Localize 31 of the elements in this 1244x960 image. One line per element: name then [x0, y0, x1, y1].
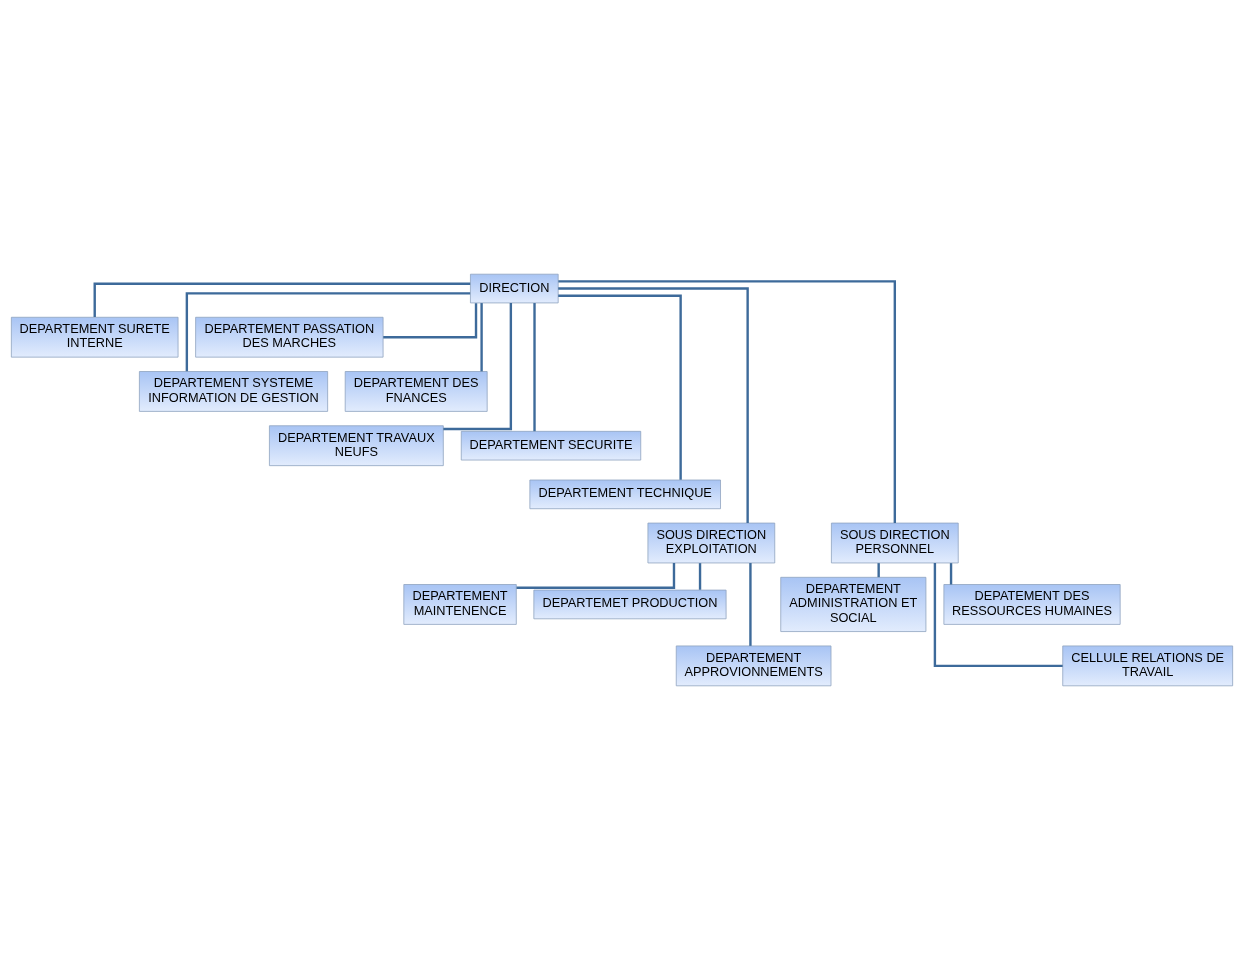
connector: [480, 303, 483, 372]
node-box: SOUS DIRECTION PERSONNEL: [831, 522, 959, 564]
connector: [185, 292, 471, 372]
connector: [93, 282, 471, 317]
node-box: DEPARTEMENT PASSATION DES MARCHES: [195, 316, 384, 358]
node-box: DEPARTEMENT APPROVIONNEMENTS: [675, 645, 832, 687]
connector: [933, 563, 1063, 668]
node-box: DEPATEMENT DES RESSOURCES HUMAINES: [943, 584, 1121, 625]
connector: [516, 563, 676, 589]
connector: [949, 563, 953, 585]
node-box: DEPARTEMENT SURETE INTERNE: [10, 316, 179, 358]
connector: [558, 294, 682, 480]
node-box: DEPARTEMENT TRAVAUX NEUFS: [269, 425, 444, 467]
node-box: DEPARTEMENT DES FNANCES: [344, 371, 488, 412]
connector: [443, 303, 513, 431]
connector: [383, 303, 478, 339]
node-box: DEPARTEMENT MAINTENENCE: [403, 584, 517, 625]
connector: [533, 303, 536, 432]
connector: [877, 563, 880, 578]
node-box: DEPARTEMENT ADMINISTRATION ET SOCIAL: [780, 576, 927, 632]
node-box: DEPARTEMENT TECHNIQUE: [529, 479, 721, 510]
node-box: DEPARTEMENT SYSTEME INFORMATION DE GESTION: [139, 371, 329, 412]
node-box: DEPARTEMET PRODUCTION: [533, 589, 727, 620]
node-box: CELLULE RELATIONS DE TRAVAIL: [1062, 645, 1234, 687]
node-box: DEPARTEMENT SECURITE: [460, 430, 642, 461]
node-box: SOUS DIRECTION EXPLOITATION: [647, 522, 776, 564]
connector: [558, 280, 896, 523]
connector: [558, 287, 749, 524]
connector: [749, 563, 752, 646]
connector: [698, 563, 702, 590]
node-box: DIRECTION: [470, 273, 559, 304]
